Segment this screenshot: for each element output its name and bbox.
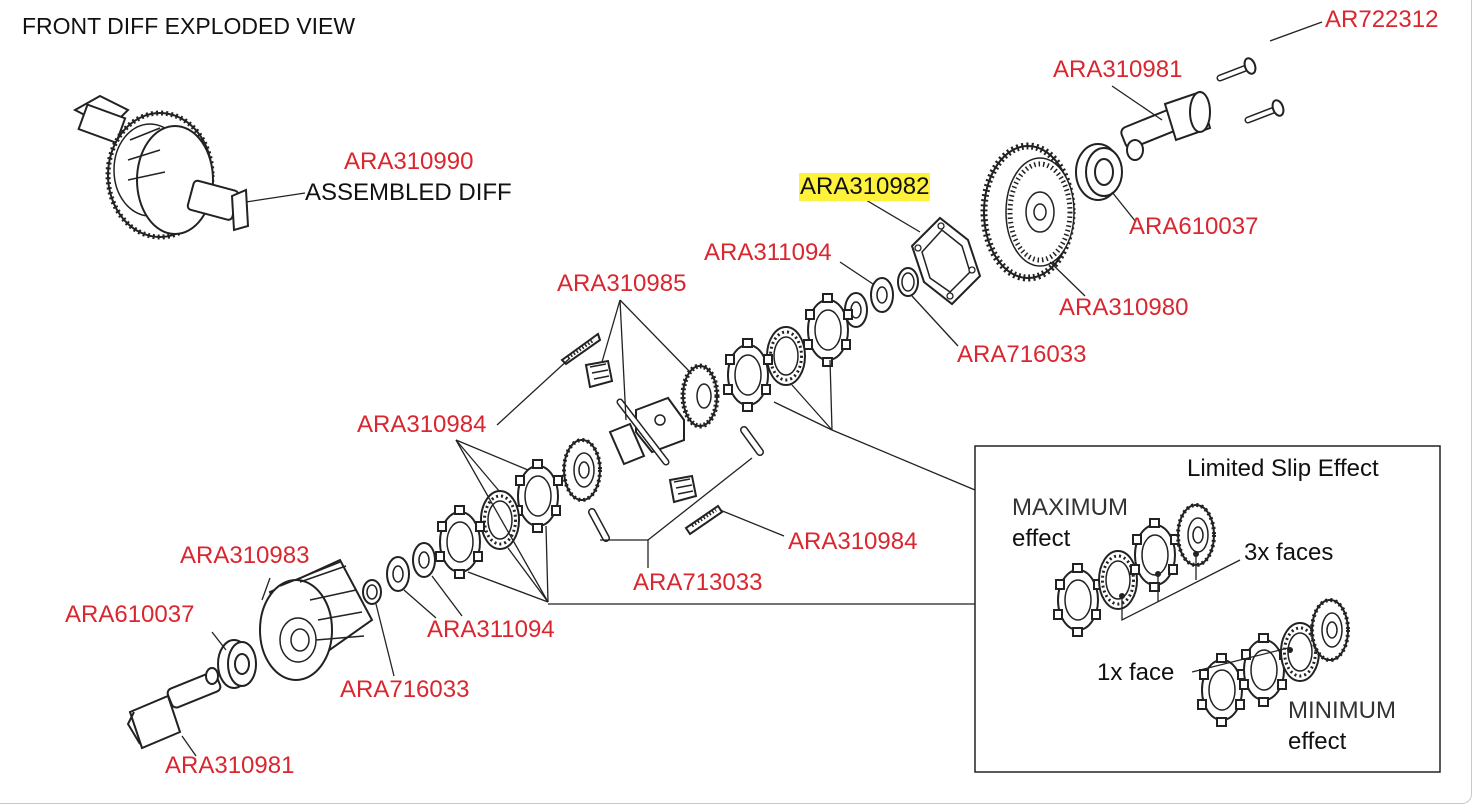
inset-title: Limited Slip Effect — [1187, 455, 1379, 482]
callout-ara713033: ARA713033 — [633, 569, 763, 596]
diff-case-drawing — [259, 558, 374, 681]
callout-assembled-diff: ASSEMBLED DIFF — [305, 179, 512, 206]
limited-slip-inset — [974, 445, 1441, 773]
callout-ara716033-top: ARA716033 — [957, 341, 1087, 368]
clutch-pack-top-drawing — [723, 293, 976, 491]
outdrive-bottom-drawing — [126, 667, 222, 757]
callout-ara610037-bottom: ARA610037 — [65, 601, 195, 628]
screws-ar722312 — [1220, 21, 1323, 120]
callout-ara310983: ARA310983 — [180, 542, 310, 569]
assembled-diff-drawing — [72, 94, 306, 240]
callout-ara310981-bottom: ARA310981 — [165, 752, 295, 779]
callout-ara310980: ARA310980 — [1059, 294, 1189, 321]
inset-maximum-effect-label: effect — [1012, 525, 1071, 552]
bearing-top-drawing — [1075, 143, 1137, 223]
washers-bottom-drawing — [362, 542, 463, 677]
callout-ara716033-bottom: ARA716033 — [340, 676, 470, 703]
callout-ara310990: ARA310990 — [344, 148, 474, 175]
o-ring-top-drawing — [897, 267, 959, 347]
callout-ara610037-top: ARA610037 — [1129, 213, 1259, 240]
callout-ara311094-top: ARA311094 — [704, 239, 832, 266]
inset-1x-face-label: 1x face — [1097, 659, 1175, 686]
callout-ara310981-top: ARA310981 — [1053, 56, 1183, 83]
ring-gear-drawing — [980, 142, 1086, 297]
outdrive-top-drawing — [1111, 85, 1212, 161]
callout-ara310984-left: ARA310984 — [357, 411, 487, 438]
clutch-pack-bottom-drawing — [435, 439, 975, 605]
callout-ara310985: ARA310985 — [557, 270, 687, 297]
callout-ara310984-right: ARA310984 — [788, 528, 918, 555]
bearing-bottom-drawing — [211, 631, 257, 689]
inset-minimum-label: MINIMUM — [1288, 697, 1396, 724]
center-gears-drawing — [562, 299, 720, 503]
callout-ara311094-bottom: ARA311094 — [427, 616, 555, 643]
gasket-drawing — [865, 199, 982, 306]
callout-ar722312: AR722312 — [1325, 6, 1439, 33]
inset-3x-faces-label: 3x faces — [1244, 539, 1334, 566]
inset-maximum-label: MAXIMUM — [1012, 494, 1128, 521]
inset-minimum-effect-label: effect — [1288, 728, 1347, 755]
shim-pins-drawing — [496, 332, 785, 568]
callout-ara310982-highlighted: ARA310982 — [799, 173, 931, 201]
washers-top-drawing — [839, 261, 894, 328]
page-title: FRONT DIFF EXPLODED VIEW — [22, 13, 356, 39]
